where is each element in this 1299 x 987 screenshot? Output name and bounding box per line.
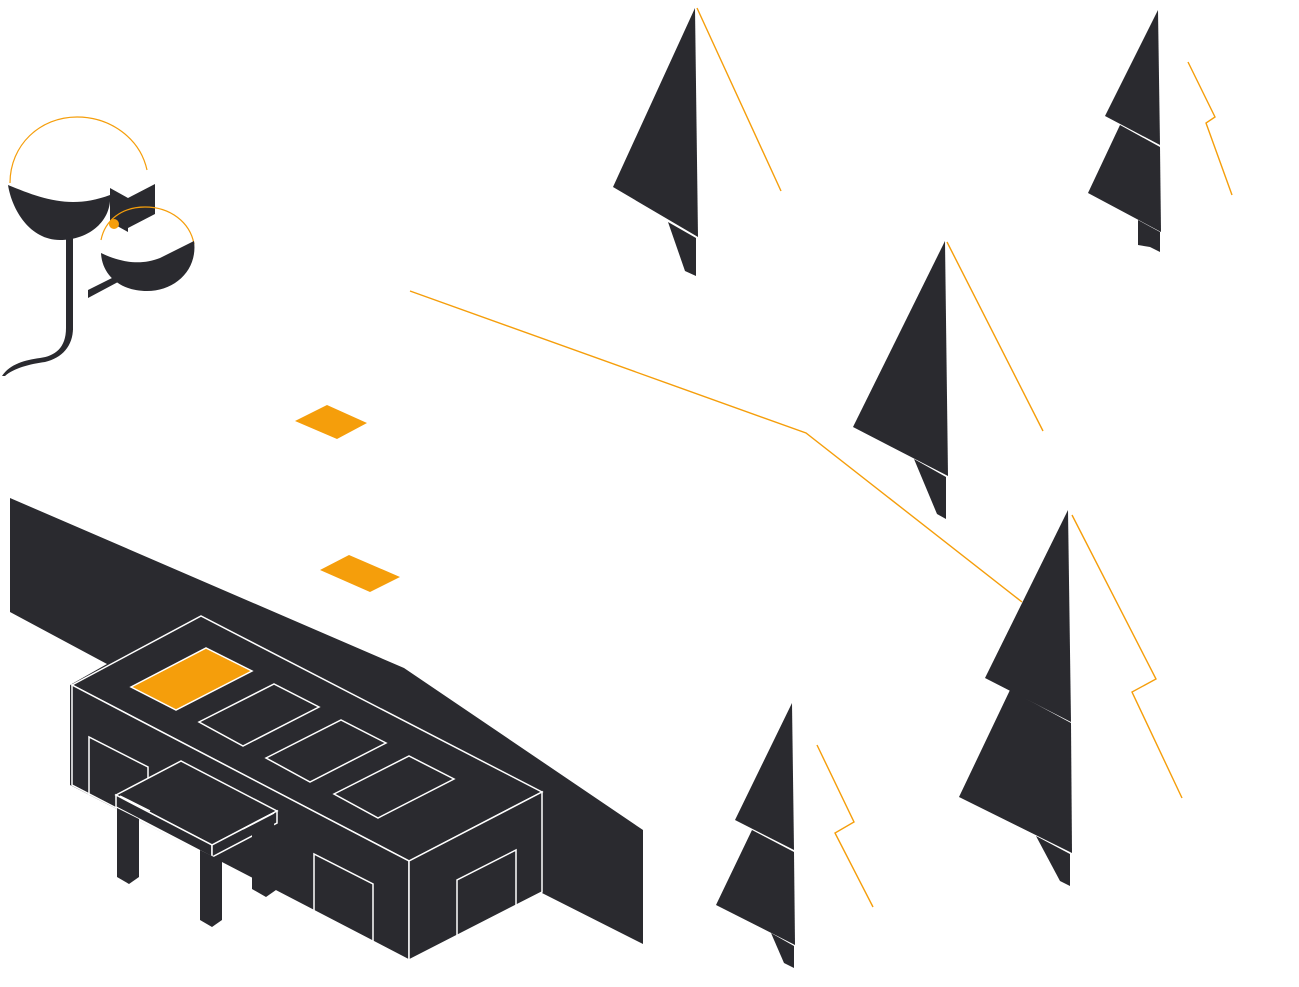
roof-window	[264, 719, 388, 783]
isometric-building	[70, 615, 544, 962]
pine-tree	[959, 510, 1183, 886]
door	[456, 848, 517, 937]
door	[313, 852, 374, 942]
pine-tree	[716, 703, 874, 968]
accent-tile	[320, 555, 400, 592]
accent-tile	[295, 405, 367, 439]
pine-tree	[613, 7, 782, 276]
roof-window-lit	[129, 647, 254, 711]
pine-tree	[853, 241, 1044, 519]
roof-window	[197, 683, 321, 747]
round-tree	[2, 116, 195, 376]
pine-tree	[1088, 10, 1233, 252]
path-line	[409, 290, 1023, 603]
roof-window	[332, 755, 456, 819]
